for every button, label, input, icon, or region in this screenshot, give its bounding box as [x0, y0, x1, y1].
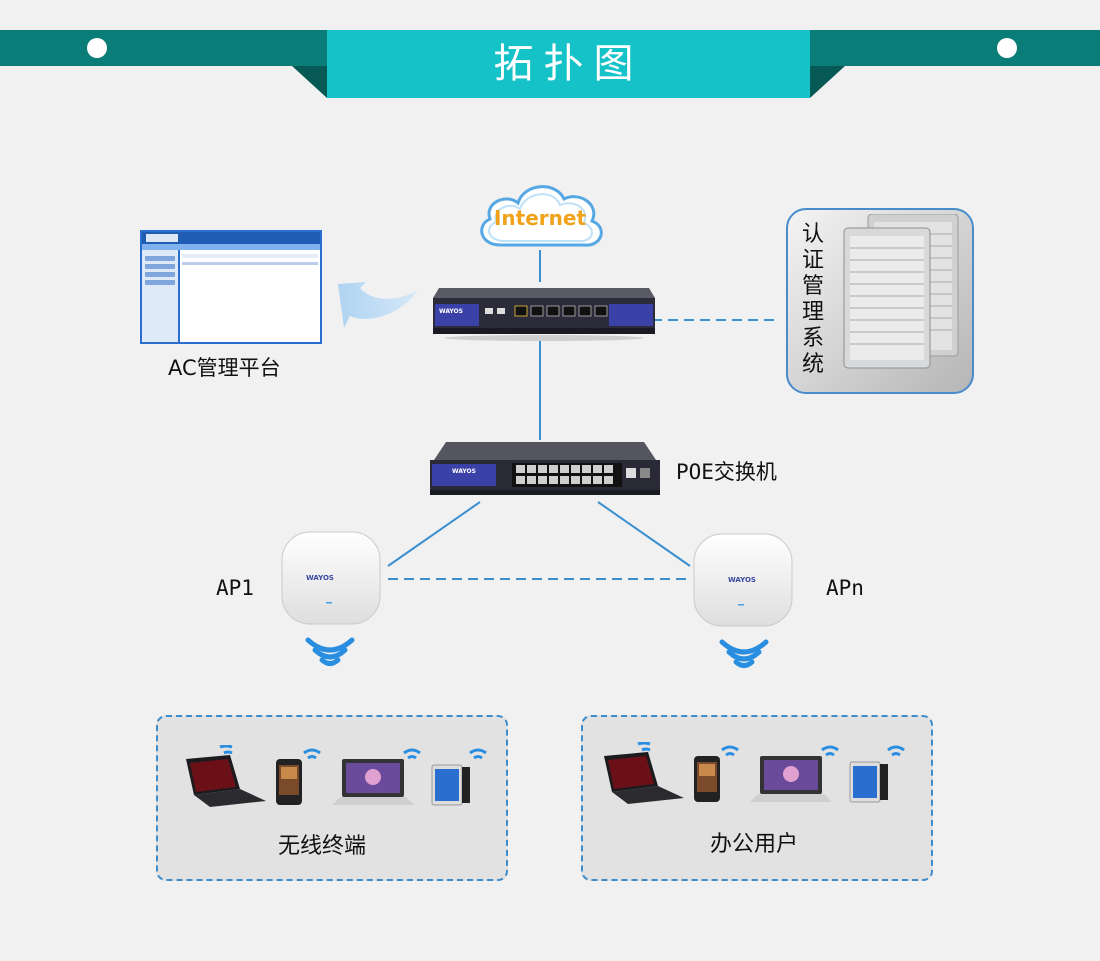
link-switch-ap1 [387, 501, 481, 567]
wifi-mini-icon [887, 745, 905, 757]
auth-system-label: 认证管理系统 [802, 222, 825, 377]
dot-right-icon [997, 38, 1017, 58]
macbook-icon [750, 756, 832, 802]
wifi-mini-icon [721, 745, 739, 757]
cloud-icon [480, 185, 603, 247]
ac-platform-label: AC管理平台 [168, 356, 281, 380]
svg-text:WAYOS: WAYOS [728, 576, 756, 584]
tablet-icon [431, 764, 470, 806]
wifi-mini-icon [821, 745, 839, 757]
tablet-icon [849, 761, 888, 803]
router-icon: WAYOS [433, 288, 655, 341]
access-point-icon: WAYOS [281, 531, 381, 625]
svg-text:WAYOS: WAYOS [306, 574, 334, 582]
header-banner [0, 30, 1100, 98]
office-users-label: 办公用户 [710, 832, 799, 857]
server-tower-icon [843, 214, 959, 369]
phone-icon [276, 759, 302, 805]
wifi-signal-icon [719, 639, 769, 668]
page-title: 拓扑图 [493, 41, 644, 87]
wifi-mini-icon [403, 748, 421, 760]
svg-text:WAYOS: WAYOS [452, 468, 476, 475]
apn-label: APn [826, 576, 864, 600]
switch-icon: WAYOS [430, 442, 660, 495]
svg-text:WAYOS: WAYOS [439, 308, 463, 315]
curved-arrow-icon [338, 282, 418, 328]
phone-icon [694, 756, 720, 802]
ap1-label: AP1 [216, 576, 254, 600]
poe-switch-label: POE交换机 [676, 460, 777, 484]
wifi-mini-icon [469, 748, 487, 760]
internet-label: Internet [493, 206, 587, 230]
device-row [604, 742, 905, 804]
browser-window-icon [140, 230, 322, 344]
laptop-icon [186, 745, 266, 807]
wifi-signal-icon [305, 637, 355, 666]
wireless-terminals-label: 无线终端 [278, 834, 367, 859]
dot-left-icon [87, 38, 107, 58]
device-row [186, 745, 487, 807]
macbook-icon [332, 759, 414, 805]
access-point-icon: WAYOS [693, 533, 793, 627]
laptop-icon [604, 742, 684, 804]
wifi-mini-icon [303, 748, 321, 760]
link-switch-apn [597, 501, 691, 567]
